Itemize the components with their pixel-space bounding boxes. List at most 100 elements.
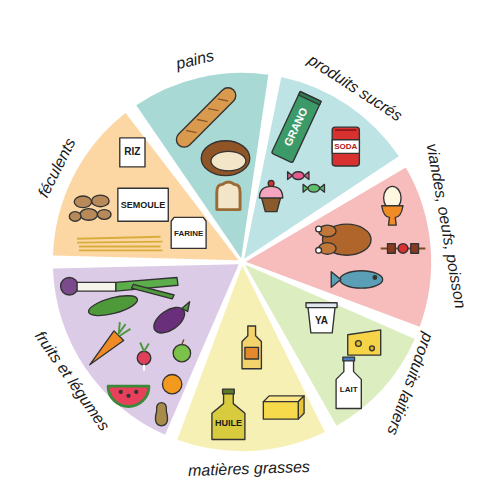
wedge-fill (245, 265, 415, 426)
pear (155, 403, 167, 426)
radish (137, 351, 151, 365)
candies (303, 184, 324, 192)
butter-block (263, 402, 298, 419)
fish (331, 271, 382, 288)
oil-bottle (223, 389, 235, 394)
oil-bottle (212, 389, 245, 439)
yogurt-pot (306, 303, 337, 308)
roast-chicken (316, 224, 371, 255)
sauce-bottle (242, 326, 261, 369)
eggplant (149, 302, 189, 338)
radish (140, 343, 149, 352)
butter-block (298, 396, 304, 419)
milk-bottle (336, 360, 361, 409)
food-illustration (61, 85, 426, 440)
pasta (79, 249, 162, 251)
toast-slice (217, 182, 240, 210)
cupcake (259, 181, 282, 212)
group-label: produits sucrés (305, 51, 406, 125)
orange (162, 375, 181, 394)
pasta (77, 237, 162, 251)
radish (137, 343, 151, 371)
milk-bottle (336, 357, 361, 408)
apple (173, 340, 190, 362)
leek-onion (77, 282, 116, 291)
cucumber (87, 292, 140, 320)
wedge-fill (136, 73, 268, 258)
package-label: YA (315, 316, 328, 326)
roast-chicken (316, 226, 322, 232)
skewer (388, 244, 396, 254)
package-label: RIZ (124, 147, 140, 157)
bread-loaf (201, 141, 250, 176)
package-label: SEMOULE (121, 200, 166, 209)
candies (308, 184, 320, 192)
leek-onion (61, 278, 78, 295)
package-label: GRANO (283, 106, 310, 148)
wedge-fill (244, 77, 399, 259)
group-label: pains (175, 47, 216, 73)
baguette (218, 95, 228, 105)
sauce-bottle (245, 347, 259, 359)
watermelon-slice (119, 391, 122, 394)
skewer (398, 244, 408, 254)
package-label: LAIT (340, 386, 358, 394)
cupcake (259, 186, 282, 198)
egg-cup (382, 186, 403, 225)
granola-box (271, 91, 321, 162)
sauce-bottle (242, 326, 261, 369)
fish (340, 271, 383, 288)
carrot (90, 322, 131, 365)
soda-can (335, 129, 356, 130)
radish (143, 365, 145, 371)
apple (182, 340, 184, 345)
baguette (208, 104, 218, 114)
granola-box (298, 91, 321, 104)
group-label: féculents (34, 135, 79, 200)
orange (162, 375, 181, 394)
wedge-fill (53, 264, 239, 435)
watermelon-slice (135, 391, 138, 394)
soda-can (332, 127, 359, 166)
egg-cup (382, 206, 403, 225)
potatoes (69, 195, 111, 221)
cheese (370, 346, 375, 351)
apple (173, 344, 190, 361)
pasta (77, 237, 160, 239)
cupcake (268, 181, 274, 187)
group-label: fruits et légumes (31, 328, 113, 434)
cheese (348, 330, 381, 355)
package-label: FARINE (174, 230, 203, 238)
skewer (381, 244, 426, 254)
cheese (348, 330, 381, 355)
baguette (197, 115, 207, 125)
carrot (118, 322, 131, 336)
yogurt-pot (306, 303, 337, 333)
wedge-fill (53, 113, 239, 260)
rice-box (120, 138, 145, 167)
granola-box (271, 91, 321, 162)
oil-bottle (212, 393, 245, 440)
pasta (77, 241, 162, 244)
watermelon-slice (108, 386, 149, 406)
candies (292, 172, 304, 180)
candies (288, 172, 325, 192)
granola-box (271, 91, 321, 162)
leek-onion (131, 284, 174, 299)
group-label: produits laitiers (383, 330, 437, 437)
package-label: SODA (334, 143, 357, 151)
watermelon-slice (127, 394, 130, 397)
soda-can (332, 140, 359, 154)
semolina-box (118, 188, 168, 221)
bread-loaf (211, 151, 246, 170)
carrot (90, 331, 124, 365)
